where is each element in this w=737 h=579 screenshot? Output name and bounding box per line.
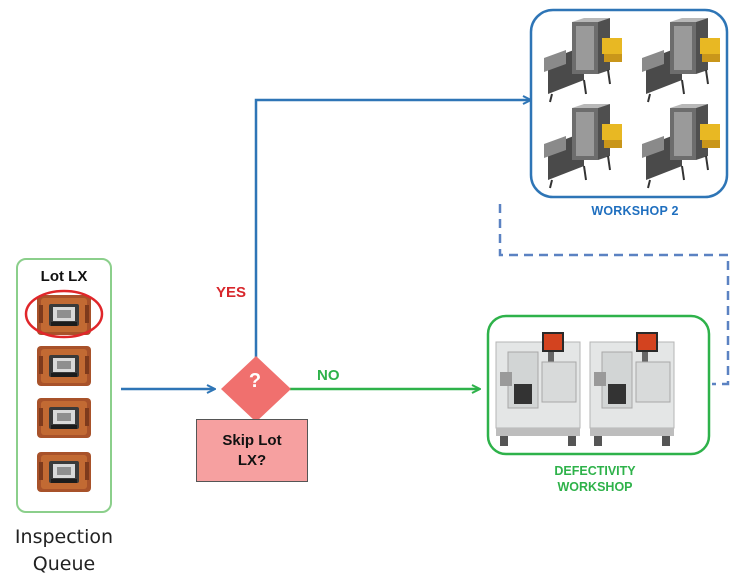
queue-pod bbox=[37, 452, 91, 492]
decision-diamond bbox=[221, 356, 291, 422]
inspection-queue-caption: Inspection Queue bbox=[0, 524, 128, 578]
queue-pod bbox=[37, 346, 91, 386]
inspection-queue-caption-line2: Queue bbox=[32, 553, 96, 575]
yes-label: YES bbox=[216, 284, 247, 301]
lot-lx-label: Lot LX bbox=[40, 268, 88, 285]
defectivity-machine bbox=[495, 331, 581, 447]
inspection-queue-caption-line1: Inspection bbox=[14, 526, 114, 548]
dashed-link bbox=[498, 204, 730, 386]
workshop2-label: WORKSHOP 2 bbox=[591, 204, 679, 218]
lot-lx-highlight-circle bbox=[24, 289, 104, 339]
defectivity-label-line1: DEFECTIVITY bbox=[554, 464, 636, 478]
skip-lot-line1: Skip Lot bbox=[222, 431, 282, 449]
defectivity-workshop-label: DEFECTIVITY WORKSHOP bbox=[490, 463, 700, 495]
no-label: NO bbox=[317, 367, 340, 384]
skip-lot-question-box: Skip Lot LX? bbox=[196, 419, 308, 482]
skip-lot-line2: LX? bbox=[237, 451, 267, 469]
yes-path-arrow bbox=[254, 100, 530, 358]
defectivity-machine bbox=[589, 331, 675, 447]
lot-lx-pod bbox=[37, 295, 91, 335]
decision-symbol: ? bbox=[248, 370, 262, 392]
defectivity-label-line2: WORKSHOP bbox=[557, 480, 633, 494]
queue-pod bbox=[37, 398, 91, 438]
